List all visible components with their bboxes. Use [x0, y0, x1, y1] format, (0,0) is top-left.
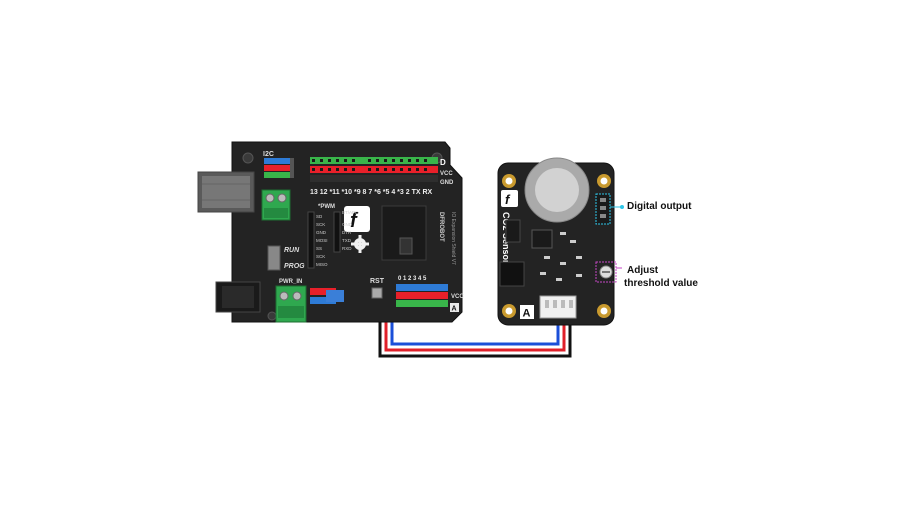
- serial-pin-label: MISO: [316, 262, 328, 267]
- analog-header: [396, 284, 448, 307]
- dfrobot-logo-icon: f: [501, 190, 518, 207]
- sensor-analog-label: A: [523, 308, 531, 320]
- pwr-in-label: PWR_IN: [279, 279, 302, 285]
- serial-pin-label: SCK: [316, 254, 325, 259]
- gnd-label-top: GND: [440, 180, 454, 186]
- expansion-shield: I2C D VCC GND 13 12 *11 *10 *9 8 7 *6 *5…: [197, 141, 464, 323]
- terminal-block-top: [261, 189, 291, 221]
- pwm-label: *PWM: [318, 204, 335, 210]
- threshold-annotation-line2: threshold value: [624, 278, 698, 289]
- sensor-mounting-hole-inner: [600, 307, 608, 315]
- svg-text:f: f: [350, 210, 359, 232]
- regulator-chip: [399, 237, 413, 255]
- reset-button[interactable]: [371, 287, 383, 299]
- digital-output-header: [595, 193, 611, 225]
- pin-numbers-top: 13 12 *11 *10 *9 8 7 *6 *5 4 *3 2 TX RX: [310, 189, 433, 196]
- analog-label-overlay: A: [452, 306, 457, 313]
- rst-label: RST: [370, 278, 385, 285]
- serial-pin-label: SD: [316, 214, 323, 219]
- analog-label-box: [450, 303, 459, 312]
- serial-pin-label: GND: [316, 230, 327, 235]
- digital-label: D: [440, 158, 446, 167]
- gear-icon: [351, 235, 369, 253]
- gas-sensor-element: [524, 157, 590, 223]
- smd-components: [540, 232, 582, 281]
- bt-pin-label: TXD: [342, 238, 352, 243]
- shield-mounting-hole: [242, 152, 254, 164]
- bt-pin-label: DTR: [342, 230, 352, 235]
- co2-sensor-module: f CO2 Sensor: [497, 157, 624, 326]
- svg-text:f: f: [505, 192, 511, 207]
- sensor-chip-2: [531, 229, 553, 249]
- vcc-label-top: VCC: [440, 171, 453, 177]
- bt-pin-label: BT/APC: [342, 210, 359, 215]
- sensor-chip-1: [505, 219, 521, 243]
- dfrobot-logo-icon: f: [344, 206, 370, 232]
- digital-header-top: [310, 157, 438, 182]
- analog-pins: 0 1 2 3 4 5: [398, 276, 427, 282]
- run-label: RUN: [284, 247, 300, 254]
- threshold-annotation-line1: Adjust: [627, 265, 659, 276]
- sensor-mounting-hole-inner: [505, 307, 513, 315]
- dc-jack-icon: [215, 281, 261, 313]
- run-prog-switch[interactable]: [267, 245, 281, 271]
- sensor-mounting-hole-inner: [600, 177, 608, 185]
- terminal-block-bottom: [275, 285, 307, 323]
- usb-connector-icon: [197, 171, 255, 213]
- i2c-label: I2C: [263, 151, 274, 158]
- board-name: IO Expansion Shield V7: [450, 212, 456, 265]
- potentiometer-icon[interactable]: [595, 261, 617, 283]
- shield-mounting-hole: [267, 311, 277, 321]
- digital-output-marker: [620, 205, 624, 209]
- bt-pin-label: RXD: [342, 246, 352, 251]
- vcc-label-analog: VCC: [451, 294, 464, 300]
- bt-pin-label: GND: [342, 222, 353, 227]
- serial-pin-label: SS: [316, 246, 322, 251]
- i2c-header: [264, 158, 294, 178]
- digital-output-annotation: Digital output: [627, 201, 692, 212]
- sensor-chip-3: [499, 261, 525, 287]
- prog-label: PROG: [284, 263, 305, 270]
- sensor-mounting-hole-inner: [505, 177, 513, 185]
- serial-pin-header: [307, 211, 341, 269]
- sensor-analog-label-box: [520, 305, 534, 319]
- sensor-connector: [539, 295, 577, 319]
- brand-text: DFROBOT: [438, 212, 444, 242]
- serial-pin-label: SCK: [316, 222, 325, 227]
- serial-pin-label: MOSI: [316, 238, 328, 243]
- power-pin-header: [310, 288, 344, 304]
